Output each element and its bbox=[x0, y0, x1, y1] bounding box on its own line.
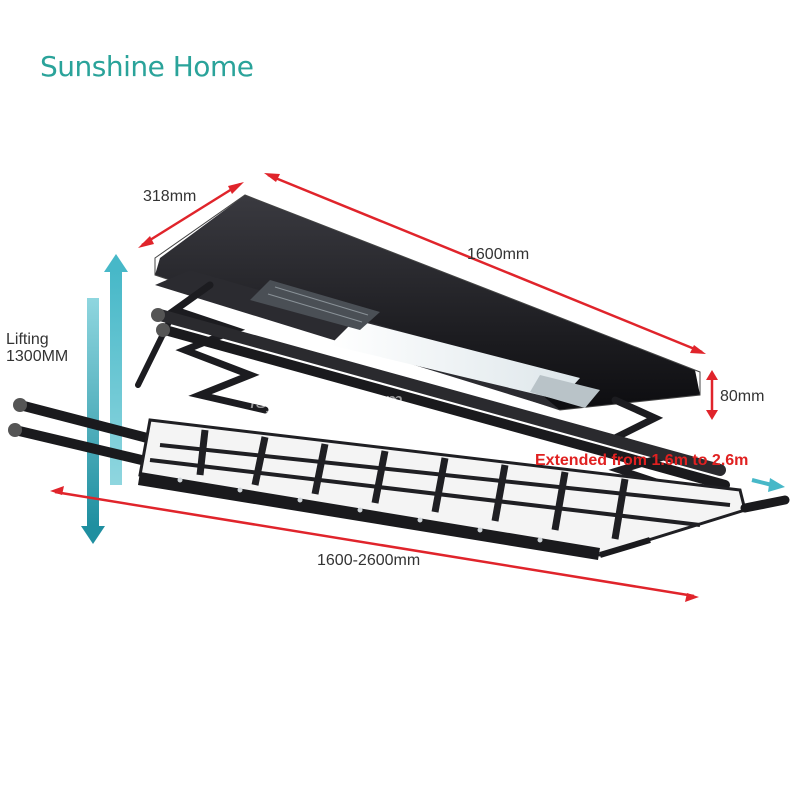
ceiling-unit bbox=[154, 194, 701, 411]
extension-arrow bbox=[751, 478, 785, 492]
upper-drying-bars bbox=[151, 308, 730, 490]
led-light-panel bbox=[330, 320, 580, 400]
lifting-label: Lifting 1300MM bbox=[6, 331, 69, 365]
rack-length-dimension-arrow bbox=[50, 486, 699, 602]
lifting-arrow-down bbox=[81, 298, 105, 544]
outer-drying-rods bbox=[8, 398, 160, 467]
depth-dimension-arrow bbox=[138, 182, 244, 248]
length-label: 1600mm bbox=[467, 246, 530, 263]
drying-rack-frame bbox=[138, 418, 790, 560]
extension-note: Extended from 1.6m to 2.6m bbox=[535, 452, 749, 469]
depth-label: 318mm bbox=[143, 188, 197, 205]
watermark: fsyingshan.com bbox=[250, 388, 403, 413]
rack-length-label: 1600-2600mm bbox=[317, 552, 421, 569]
scissor-arm-left bbox=[167, 281, 269, 414]
length-dimension-arrow bbox=[264, 173, 706, 354]
brand-logo: Sunshine Home bbox=[40, 50, 254, 83]
vent-grille bbox=[250, 280, 380, 330]
height-dimension-arrow bbox=[706, 370, 718, 420]
height-label: 80mm bbox=[720, 388, 765, 405]
